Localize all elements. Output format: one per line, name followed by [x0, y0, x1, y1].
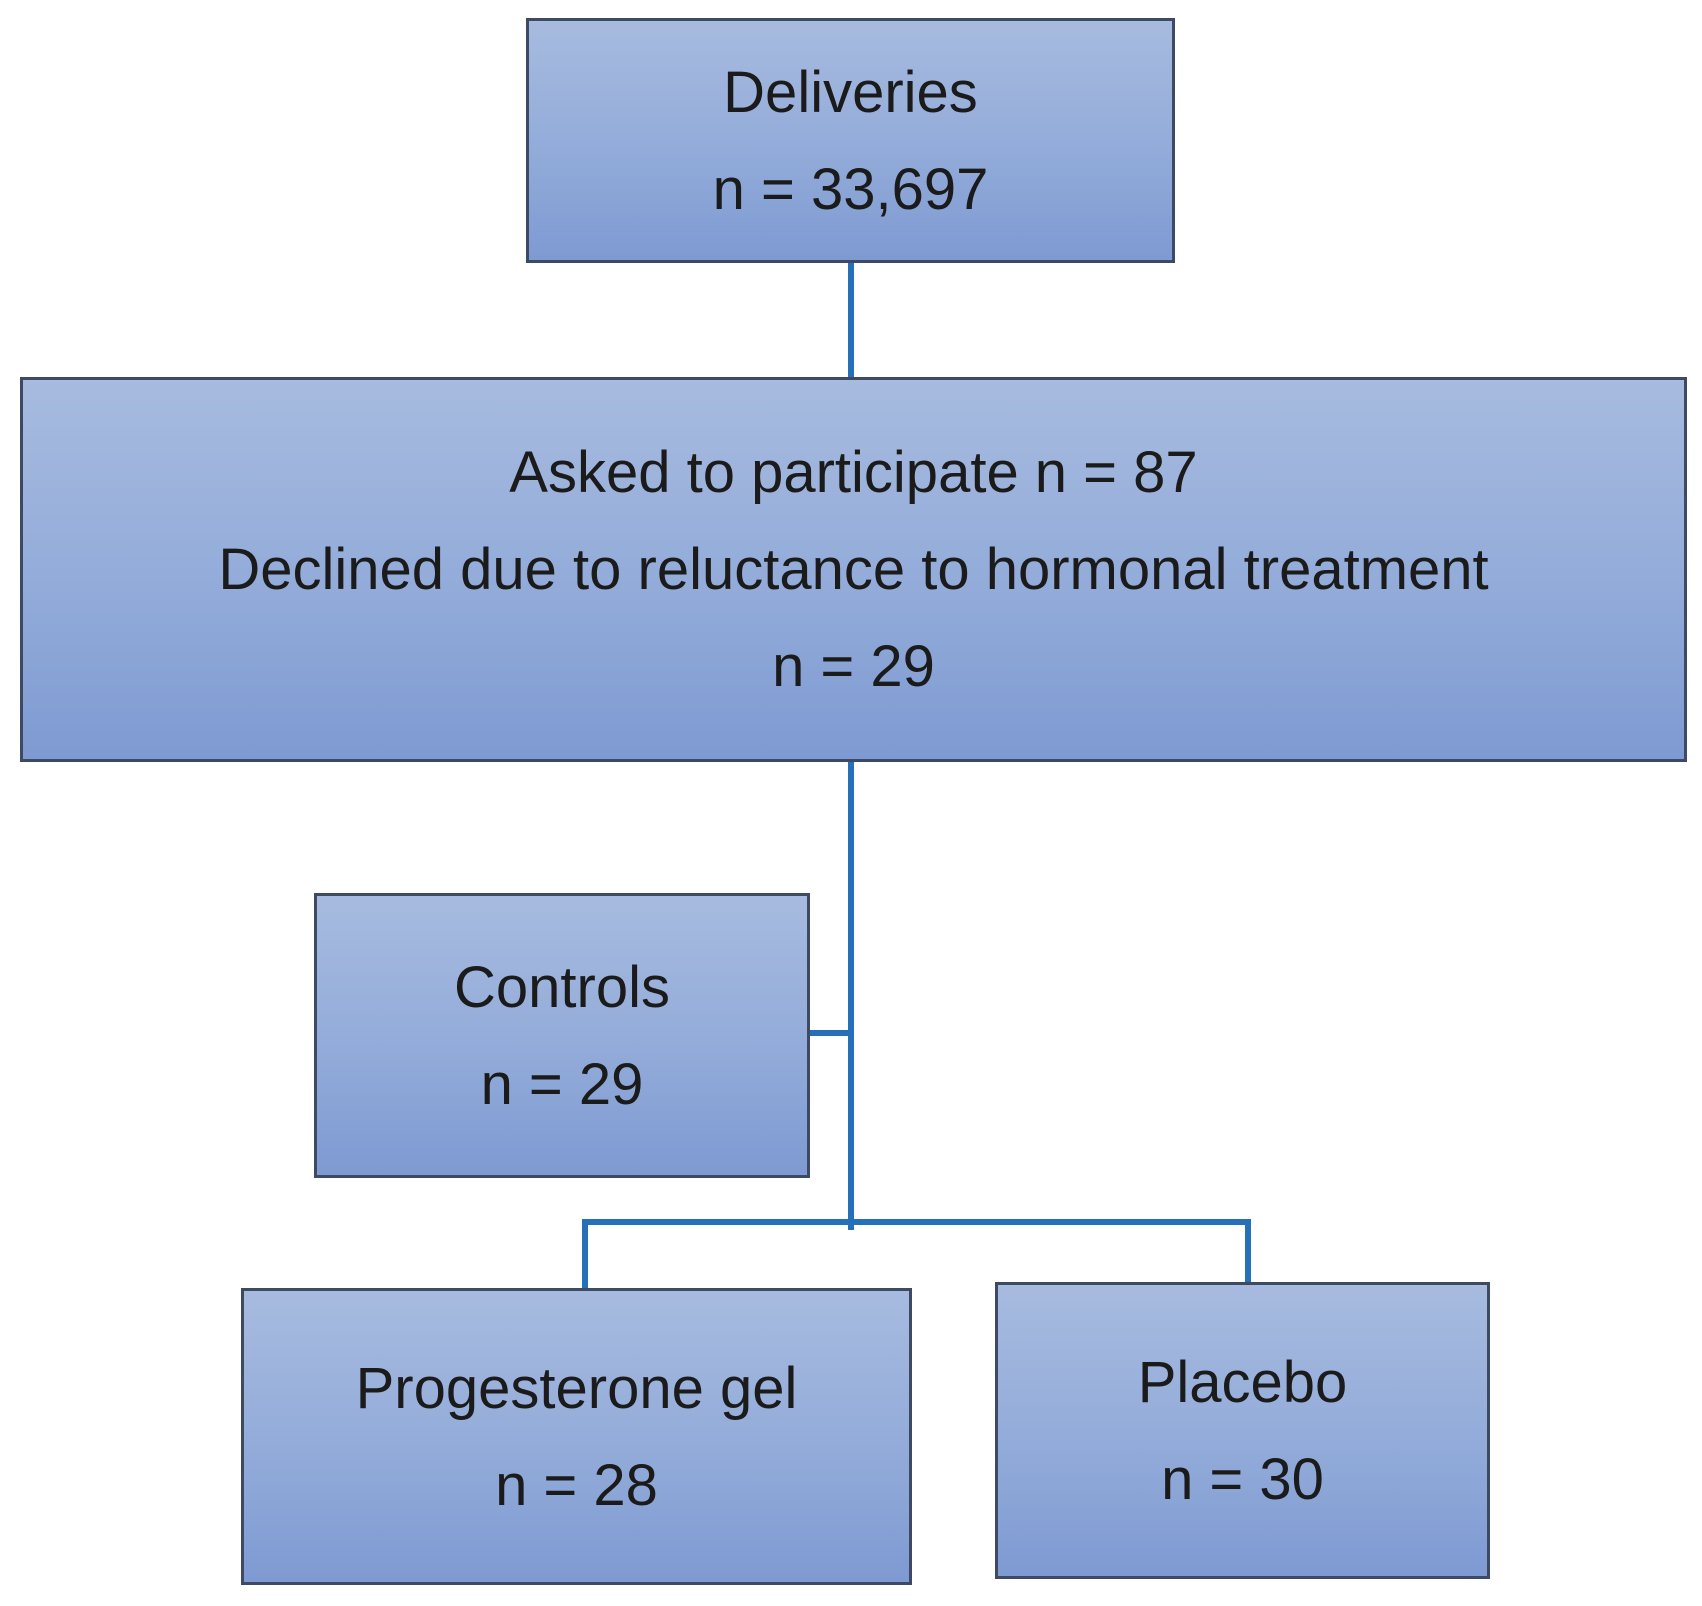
controls-count: n = 29: [480, 1051, 644, 1117]
progesterone-gel-box: Progesterone gel n = 28: [241, 1288, 912, 1585]
asked-to-participate-box: Asked to participate n = 87 Declined due…: [20, 377, 1687, 762]
progesterone-count: n = 28: [495, 1452, 658, 1518]
connector-asked-spine: [848, 762, 854, 1230]
connector-deliveries-to-asked: [848, 263, 854, 377]
asked-label: Asked to participate n = 87: [509, 440, 1198, 505]
declined-count: n = 29: [772, 634, 935, 699]
placebo-box: Placebo n = 30: [995, 1282, 1490, 1579]
connector-drop-placebo: [1245, 1219, 1251, 1282]
controls-label: Controls: [454, 954, 670, 1020]
controls-box: Controls n = 29: [314, 893, 810, 1178]
declined-label: Declined due to reluctance to hormonal t…: [218, 537, 1489, 602]
placebo-count: n = 30: [1161, 1446, 1324, 1512]
connector-controls-branch: [806, 1030, 854, 1036]
deliveries-label: Deliveries: [723, 59, 978, 125]
placebo-label: Placebo: [1137, 1349, 1348, 1415]
connector-drop-progesterone: [582, 1219, 588, 1288]
connector-split-horizontal: [582, 1219, 1251, 1225]
deliveries-box: Deliveries n = 33,697: [526, 18, 1175, 263]
deliveries-count: n = 33,697: [712, 156, 989, 222]
progesterone-label: Progesterone gel: [355, 1355, 798, 1421]
